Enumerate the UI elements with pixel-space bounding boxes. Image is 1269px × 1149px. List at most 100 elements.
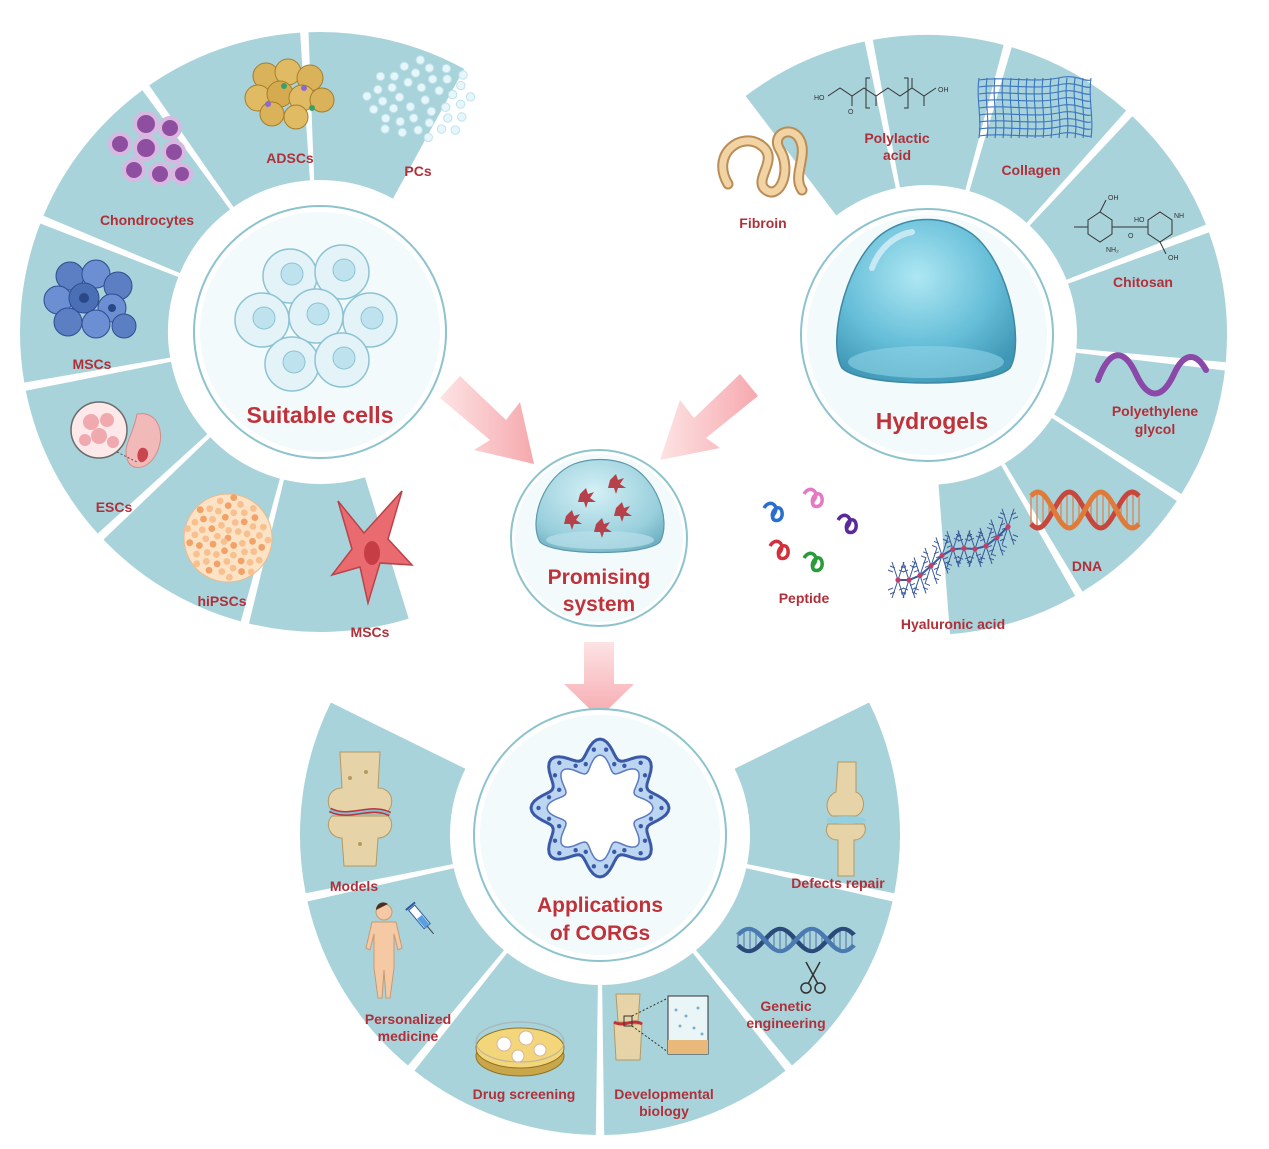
organoid-cell (638, 787, 644, 793)
ha-branch (997, 508, 1009, 527)
ipsc-cell (255, 532, 263, 539)
pericyte-dot (389, 71, 400, 82)
arrow-system-to-applications (564, 642, 634, 718)
ha-node (994, 534, 1000, 541)
peg-wave-icon (1095, 352, 1209, 397)
pericyte-dot (416, 82, 427, 93)
ipsc-cell (237, 557, 245, 565)
ipsc-cell (198, 526, 206, 534)
ha-branch (887, 561, 899, 581)
ha-branch (996, 537, 1008, 556)
ipsc-cell (216, 497, 224, 505)
ipsc-cell (237, 501, 244, 508)
gel-segment-label-pla-2: acid (883, 147, 911, 163)
ipsc-cell (202, 535, 210, 543)
ipsc-cell (203, 549, 211, 556)
pericyte-dot (450, 125, 461, 135)
ha-branch (964, 530, 976, 550)
pericyte-dot (436, 124, 447, 134)
ha-node (983, 543, 989, 549)
pericyte-dot (420, 95, 430, 105)
pericyte-dot (394, 92, 405, 102)
ipsc-cell (234, 528, 242, 535)
pericyte-dot (427, 74, 438, 84)
hydrogel-segment (1029, 116, 1206, 280)
pericyte-dot (395, 116, 405, 127)
msc-cluster-icon (43, 259, 137, 339)
organoid-cell (552, 838, 558, 843)
ha-branch (964, 548, 976, 568)
collagen-fiber (978, 90, 1092, 95)
ipsc-cell (225, 526, 233, 534)
ipsc-cell (229, 551, 237, 559)
ipsc-cell (241, 548, 248, 556)
ipsc-cell (249, 537, 256, 545)
ha-node (939, 552, 945, 559)
dna-helix-icon (1029, 489, 1141, 531)
ipsc-cell (209, 540, 217, 548)
app-segment-label-genetic-1: Genetic (760, 998, 812, 1014)
pericyte-dot (423, 132, 433, 143)
pericyte-dot (424, 63, 435, 73)
organoid-cell (642, 773, 648, 778)
ipsc-cell (218, 568, 226, 575)
app-segment-label-genetic-2: engineering (746, 1015, 825, 1031)
ipsc-cell (243, 530, 251, 538)
ipsc-cell (212, 551, 220, 558)
app-segment-label-models: Models (330, 878, 378, 894)
gel-segment-label-peptide: Peptide (779, 590, 830, 606)
ipsc-cell (231, 519, 239, 526)
ipsc-cell (209, 516, 216, 523)
ha-branch (909, 575, 921, 594)
chitosan-ho-text: HO (1134, 217, 1145, 224)
organoid-cell (603, 747, 609, 752)
organoid-cell (648, 794, 654, 800)
pericyte-dot (458, 70, 468, 80)
organoid-cell (622, 763, 627, 768)
organoid-cell (638, 850, 643, 856)
pla-ho-text: HO (814, 95, 825, 102)
hydrogel-segment (872, 34, 1004, 190)
organoid-cell (573, 763, 578, 768)
app-segment-label-drug: Drug screening (473, 1086, 576, 1102)
ipsc-colony-icon (183, 493, 273, 583)
hydrogel-segment (1054, 352, 1225, 494)
genetic-dna-strand (736, 926, 856, 954)
chitosan-o-text: O (1128, 233, 1134, 240)
application-segment (307, 868, 504, 1066)
organoid-cell (642, 838, 648, 843)
pericyte-dot (375, 71, 386, 82)
app-segment-label-dev-1: Developmental (614, 1086, 714, 1102)
arrow-hydrogels-to-system (660, 374, 758, 460)
pericyte-dot (397, 127, 408, 138)
cells-segment-label-hipscs: hiPSCs (197, 593, 246, 609)
ha-branch (975, 527, 987, 547)
arrow-cells-to-system (440, 376, 534, 464)
collagen-fiber (1025, 77, 1029, 139)
collagen-fiber (1073, 77, 1077, 139)
ipsc-cell (240, 509, 248, 517)
ipsc-cell (246, 558, 254, 566)
collagen-fiber (1017, 77, 1021, 139)
ha-node (917, 572, 923, 579)
collagen-fiber (978, 76, 1092, 81)
ipsc-cell (240, 518, 248, 526)
collagen-fiber (1065, 77, 1069, 139)
collagen-mesh-icon (977, 76, 1093, 139)
pericyte-dot (457, 112, 467, 122)
ipsc-cell (225, 573, 233, 581)
pericyte-dot (368, 104, 379, 115)
pericyte-dot (413, 125, 423, 135)
organoid-cell (591, 747, 597, 752)
applications-hub-label-line2: of CORGs (550, 922, 650, 945)
ipsc-cell (205, 566, 213, 574)
pericyte-dot (380, 124, 390, 134)
dna-strand (1029, 489, 1141, 531)
organoid-cell (556, 823, 562, 829)
ha-node (906, 577, 912, 583)
collagen-fiber (978, 97, 1092, 102)
ipsc-cell (208, 525, 216, 533)
human-syringe-icon (365, 901, 434, 999)
hub-cell-nucleus (332, 346, 356, 370)
